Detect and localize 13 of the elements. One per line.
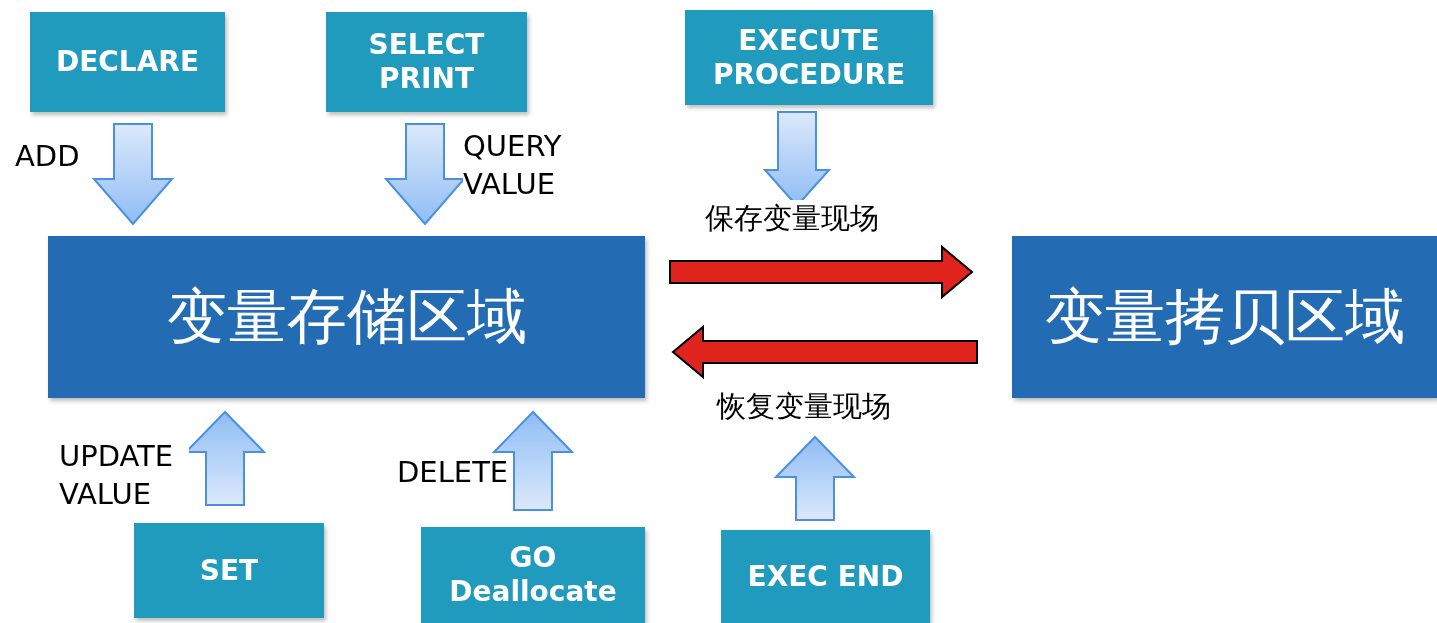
command-box: GO Deallocate — [421, 527, 645, 623]
storage-area-box: 变量存储区域 — [48, 236, 645, 398]
command-box: SET — [134, 523, 324, 618]
block-arrow — [91, 123, 175, 226]
block-arrow — [773, 435, 857, 521]
command-box: SELECT PRINT — [326, 12, 527, 112]
command-box: DECLARE — [30, 12, 225, 112]
storage-area-box: 变量拷贝区域 — [1012, 236, 1437, 398]
block-arrow — [671, 324, 978, 380]
command-box: EXEC END — [721, 530, 930, 623]
block-arrow — [491, 410, 575, 511]
command-box: EXECUTE PROCEDURE — [685, 10, 933, 105]
block-arrow — [669, 244, 974, 300]
